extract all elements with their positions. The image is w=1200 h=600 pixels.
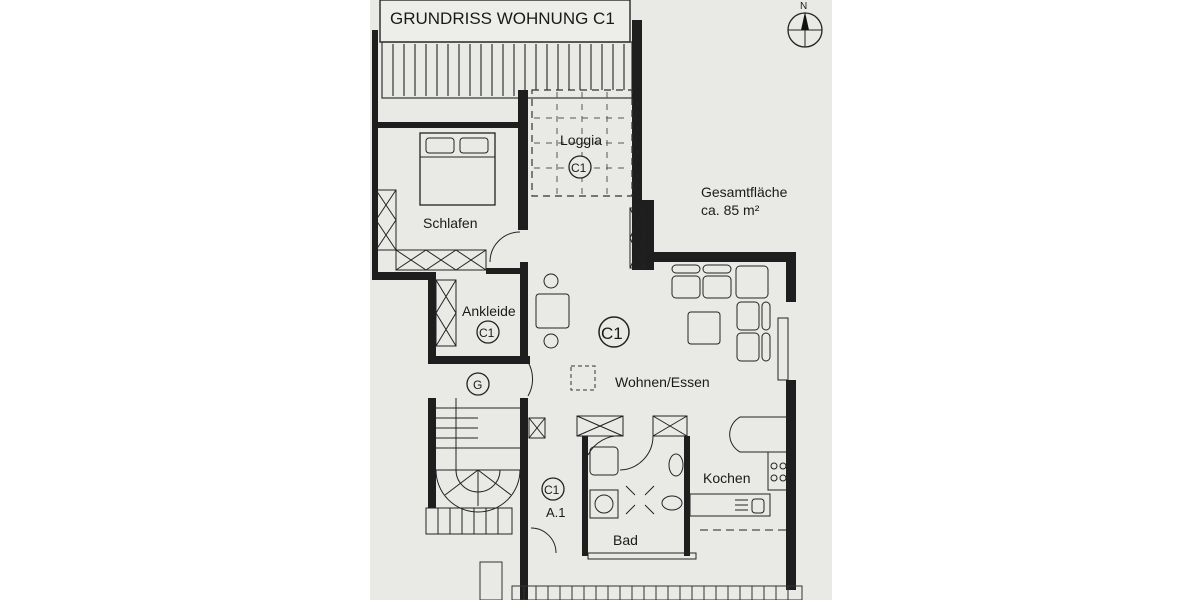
room-tag-a1: C1 <box>544 483 560 497</box>
walls <box>372 20 796 600</box>
washer-icon <box>589 489 619 519</box>
storage-a1: C1 A.1 <box>530 477 566 554</box>
north-compass-icon: N <box>787 1 823 48</box>
sink-icon <box>668 453 684 477</box>
bedroom: Schlafen <box>375 132 521 271</box>
bathroom <box>576 415 697 560</box>
compass-north-label: N <box>800 1 807 12</box>
dressing-room: Ankleide C1 <box>435 279 516 347</box>
room-label-kochen: Kochen <box>703 470 750 486</box>
room-label-wohnen: Wohnen/Essen <box>615 374 710 390</box>
room-label-loggia: Loggia <box>560 132 602 148</box>
living-dining: C1 Wohnen/Essen <box>527 207 789 397</box>
room-tag-ankleide: C1 <box>479 326 495 340</box>
room-label-a1: A.1 <box>546 505 566 520</box>
floor-plan-sheet <box>370 0 832 600</box>
kitchen <box>689 416 790 531</box>
room-label-schlafen: Schlafen <box>423 215 477 231</box>
loggia-area: Loggia C1 <box>531 89 633 197</box>
ventilation-arrows-icon <box>625 485 655 515</box>
door-swing <box>489 231 521 263</box>
room-tag-loggia: C1 <box>571 161 587 175</box>
stairwell: G <box>425 372 546 535</box>
bed-icon <box>419 132 496 206</box>
total-area-label: Gesamtfläche <box>701 184 788 200</box>
room-tag-g: G <box>473 378 482 392</box>
title-box <box>379 0 631 43</box>
sofa-icon <box>671 264 771 362</box>
dining-table-icon <box>535 293 570 329</box>
shower-icon <box>589 446 619 476</box>
room-tag-living: C1 <box>601 324 623 343</box>
total-area-value: ca. 85 m² <box>701 202 760 218</box>
room-label-bad: Bad <box>613 532 638 548</box>
toilet-icon <box>661 495 683 511</box>
room-label-ankleide: Ankleide <box>462 303 516 319</box>
plan-title: GRUNDRISS WOHNUNG C1 <box>390 9 615 28</box>
bottom-balcony-railing <box>479 561 803 600</box>
top-balcony-railing <box>381 41 633 99</box>
